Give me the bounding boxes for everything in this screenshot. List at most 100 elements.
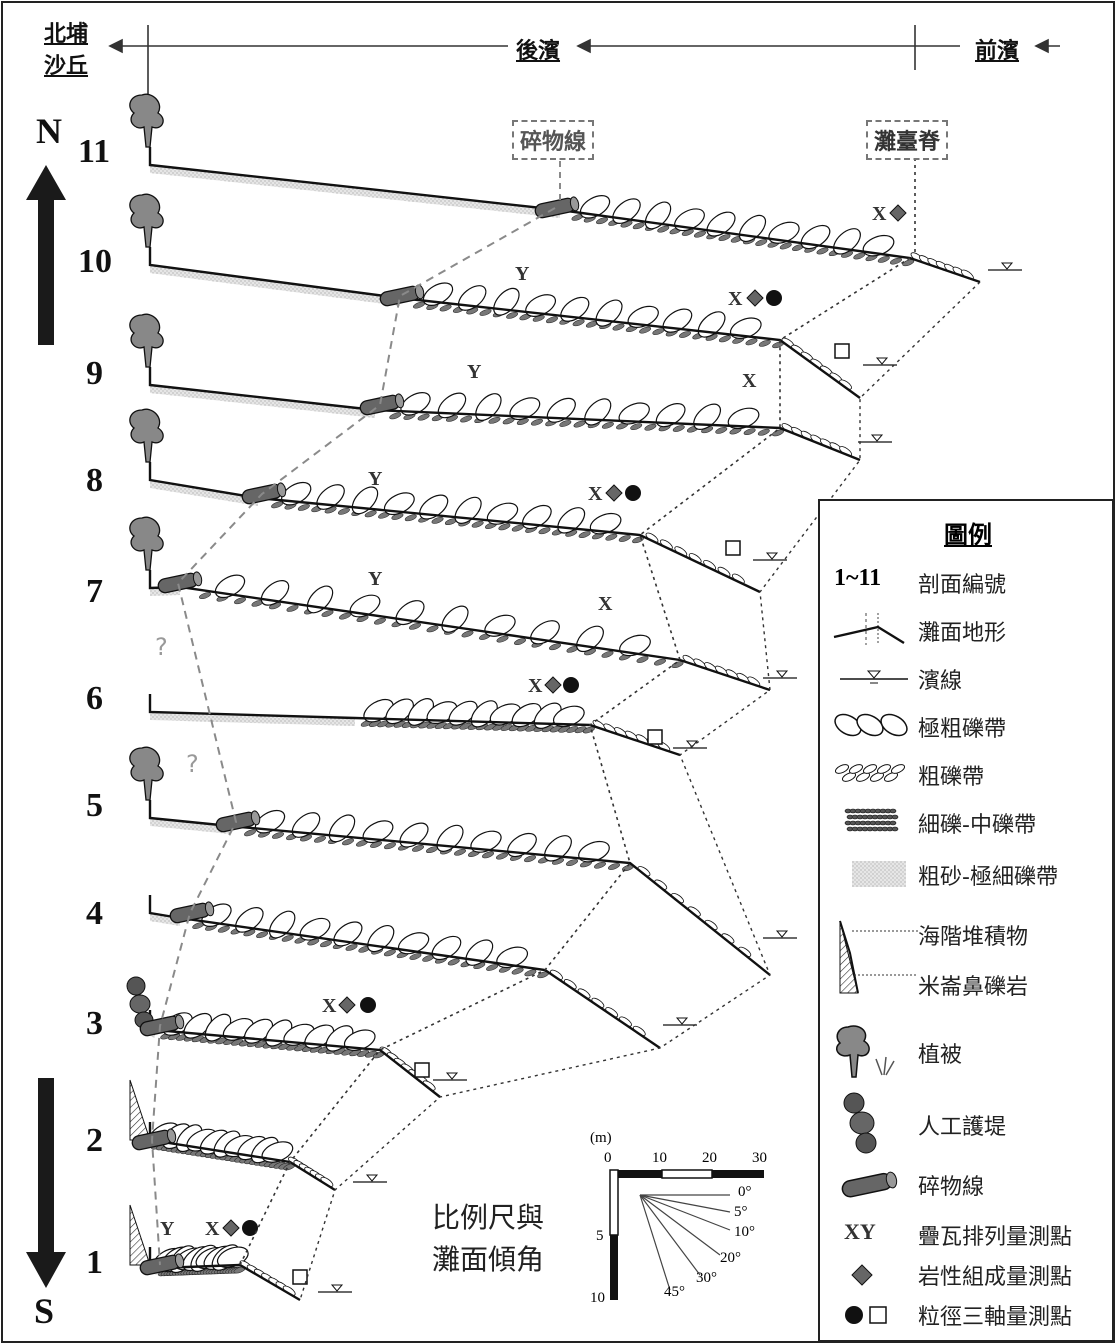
x-marker-9: X — [742, 370, 757, 392]
y-marker-8: Y — [368, 468, 383, 490]
profile-7 — [130, 517, 797, 690]
grain-size-square — [415, 1063, 429, 1077]
beach-profile-line — [150, 462, 760, 592]
angle-10: 10° — [734, 1224, 755, 1241]
shoreline-triangle — [767, 553, 777, 559]
shoreline-triangle — [447, 1073, 457, 1079]
fine-gravel-clast — [636, 655, 649, 664]
fine-gravel-clast — [549, 642, 562, 651]
vegetation-tree — [130, 409, 163, 462]
scale-h-tick-0: 0 — [604, 1150, 612, 1167]
coarse-gravel-icon — [828, 753, 918, 793]
scale-unit: (m) — [590, 1130, 612, 1147]
fine-gravel-clast — [337, 507, 350, 516]
fine-gravel-clast — [321, 609, 334, 618]
fine-gravel-clast — [538, 526, 551, 535]
question-mark: ? — [186, 750, 199, 778]
lithology-marker — [223, 1220, 239, 1236]
scale-h-tick-10: 10 — [652, 1150, 667, 1167]
fine-gravel-clast — [618, 534, 631, 543]
coarse-sand-icon — [828, 853, 918, 893]
angle-20: 20° — [720, 1250, 741, 1267]
vegetation-tree — [130, 314, 163, 367]
fine-gravel-clast — [339, 612, 352, 621]
fine-gravel-clast — [314, 835, 327, 844]
fine-gravel-clast — [546, 315, 559, 324]
legend-label: 人工護堤 — [918, 1109, 1006, 1141]
fine-gravel-clast — [605, 533, 618, 542]
x-marker-6: X — [528, 675, 543, 697]
fine-gravel-clast — [816, 247, 829, 256]
legend-label: 灘面地形 — [918, 615, 1006, 647]
topography-icon — [828, 609, 918, 649]
fine-gravel-clast — [234, 596, 247, 605]
legend-item-beach-topography: 灘面地形 — [820, 609, 1116, 649]
conglomerate-cliff — [130, 1205, 150, 1265]
grain-size-square — [835, 344, 849, 358]
profile-number-symbol: 1~11 — [828, 561, 918, 601]
shoreline-triangle — [877, 358, 887, 364]
fine-gravel-clast — [461, 630, 474, 639]
fine-gravel-clast — [578, 530, 591, 539]
y-marker-10: Y — [515, 263, 530, 285]
legend-label: 米崙鼻礫岩 — [918, 969, 1028, 1001]
y-marker-1: Y — [160, 1218, 175, 1240]
fine-gravel-clast — [679, 330, 692, 339]
fine-gravel-clast — [417, 413, 430, 422]
legend-title: 圖例 — [820, 515, 1116, 550]
vegetation-tree — [130, 94, 163, 147]
legend-item-debris-line: 碎物線 — [820, 1163, 1116, 1203]
x-marker-7: X — [598, 593, 613, 615]
seawall-block — [127, 977, 145, 995]
shoreline-triangle — [1002, 263, 1012, 269]
fine-gravel-clast — [644, 423, 657, 432]
south-arrow — [26, 1078, 66, 1288]
lithology-marker — [747, 290, 763, 306]
fine-gravel-clast — [486, 963, 499, 972]
fine-gravel-clast — [511, 967, 524, 976]
fine-gravel-clast — [439, 304, 452, 313]
fine-gravel-clast — [256, 930, 269, 939]
x-marker-1: X — [205, 1218, 220, 1240]
x-marker-8: X — [588, 483, 603, 505]
grain-size-square — [726, 541, 740, 555]
fine-gravel-clast — [511, 524, 524, 533]
angle-5: 5° — [734, 1204, 748, 1221]
legend-item-conglomerate: 米崙鼻礫岩 — [820, 961, 1116, 1001]
legend-item-lithology: 岩性組成量測點 — [820, 1253, 1116, 1293]
very-coarse-gravel-icon — [828, 705, 918, 745]
grain-size-square — [648, 730, 662, 744]
grain-size-circle — [563, 677, 579, 693]
fine-gravel-clast — [715, 426, 728, 435]
seawall-block — [130, 995, 150, 1013]
fine-gravel-clast — [757, 428, 770, 437]
fine-gravel-clast — [601, 650, 614, 659]
profile-3 — [127, 977, 467, 1097]
fine-gravel-clast — [672, 424, 685, 433]
vegetation-icon — [828, 1021, 918, 1081]
shoreline-triangle — [367, 1175, 377, 1181]
fine-gravel-clast — [654, 658, 667, 667]
fine-gravel-clast — [496, 852, 509, 861]
scale-caption-2: 灘面傾角 — [432, 1238, 544, 1278]
profile-number-3: 3 — [86, 1005, 103, 1043]
profile-number-10: 10 — [78, 243, 112, 281]
fine-gravel-clast — [601, 421, 614, 430]
fine-gravel-clast — [758, 339, 771, 348]
y-marker-9: Y — [467, 361, 482, 383]
fine-gravel-clast — [694, 230, 707, 239]
fine-gravel-clast — [404, 513, 417, 522]
fine-gravel-clast — [297, 503, 310, 512]
legend-item-seawall: 人工護堤 — [820, 1091, 1116, 1155]
fine-gravel-clast — [199, 591, 212, 600]
grain-size-circle — [625, 485, 641, 501]
fine-gravel-clast — [514, 637, 527, 646]
legend-label: 岩性組成量測點 — [918, 1259, 1072, 1291]
legend-item-very-coarse-gravel: 極粗礫帶 — [820, 705, 1116, 745]
profile-number-11: 11 — [78, 133, 110, 171]
cobble — [725, 404, 761, 432]
x-marker-3: X — [322, 995, 337, 1017]
fine-gravel-clast — [389, 411, 402, 420]
profile-6 — [150, 694, 707, 755]
fine-gravel-clast — [877, 255, 890, 264]
